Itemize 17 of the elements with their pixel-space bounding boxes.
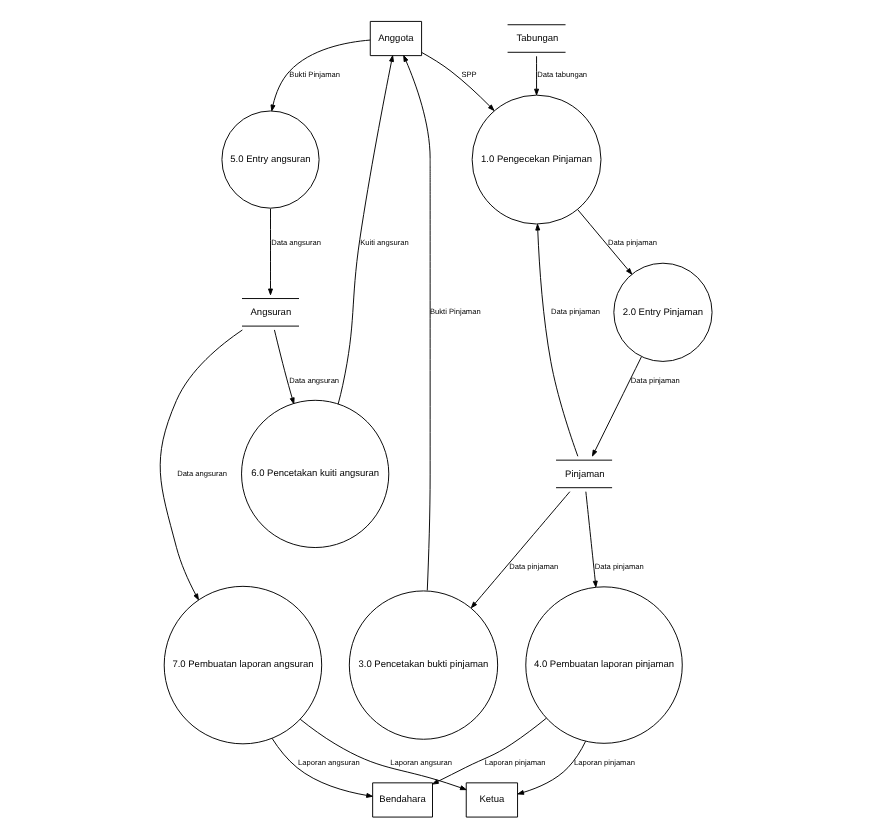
arrow	[585, 491, 598, 588]
arrow	[270, 39, 371, 112]
arrow	[535, 223, 579, 457]
arrow	[268, 208, 273, 296]
arrow	[577, 209, 633, 275]
arrow	[271, 737, 373, 798]
arrow	[403, 55, 431, 591]
arrow	[592, 356, 642, 457]
arrow	[517, 740, 587, 795]
arrow	[470, 491, 571, 609]
arrow	[273, 329, 295, 405]
arrow	[534, 55, 540, 96]
arrow	[159, 329, 243, 601]
arrow	[337, 55, 394, 405]
arrow	[432, 717, 547, 785]
arrow	[421, 52, 495, 111]
arrow	[299, 718, 467, 791]
